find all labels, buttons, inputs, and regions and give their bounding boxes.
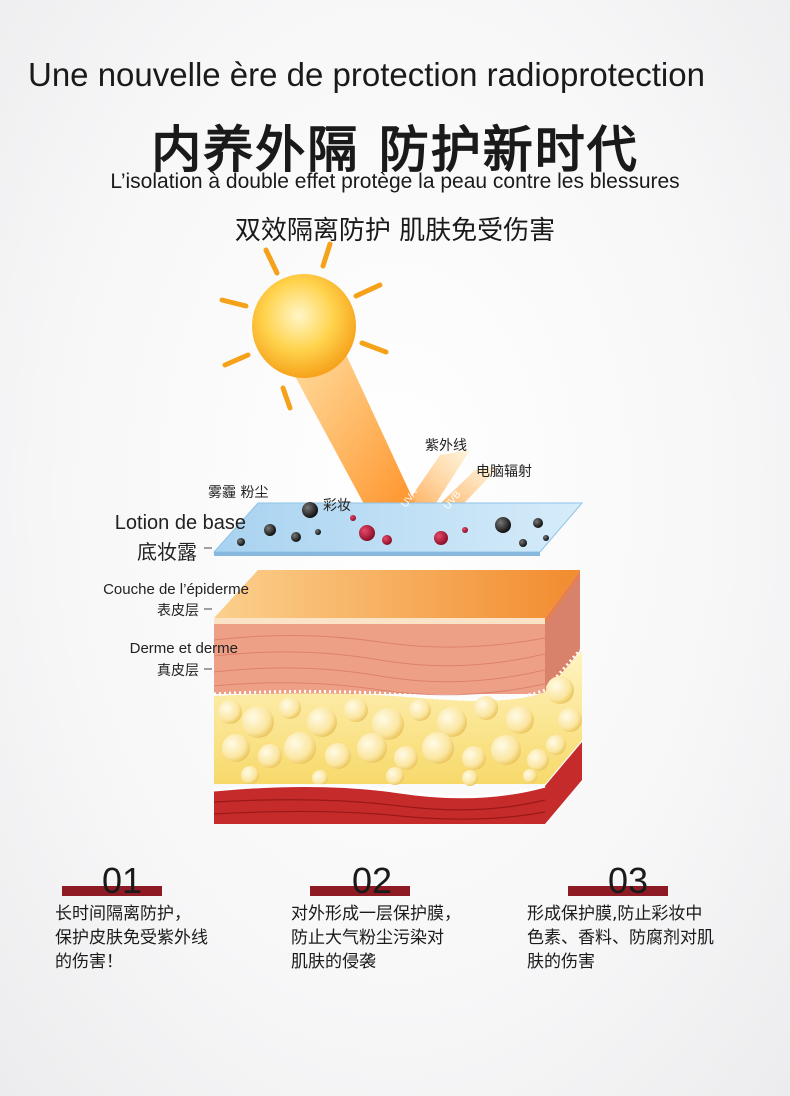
dermis-label-fr: Derme et derme: [129, 640, 238, 657]
epidermis-front: [214, 618, 545, 624]
feature-1-number-block: 01: [62, 860, 162, 904]
epidermis-label-fr: Couche de l’épiderme: [103, 581, 249, 598]
lotion-layer-label-fr: Lotion de base: [114, 512, 246, 534]
dermis-label-cn: 真皮层: [157, 663, 199, 679]
radiation-label: 电脑辐射: [476, 464, 532, 480]
smog-dust-label: 雾霾 粉尘: [208, 485, 269, 501]
feature-3-number-block: 03: [568, 860, 668, 904]
title-french: Une nouvelle ère de protection radioprot…: [28, 56, 705, 93]
title-chinese: 内养外隔 防护新时代: [151, 121, 639, 179]
feature-2-text: 对外形成一层保护膜， 防止大气粉尘污染对 肌肤的侵袭: [291, 904, 461, 972]
feature-1-text: 长时间隔离防护， 保护皮肤免受紫外线 的伤害！: [55, 904, 208, 972]
sun: [252, 274, 356, 378]
epidermis-top: [214, 570, 580, 618]
lotion-layer-label-cn: 底妆露: [137, 540, 197, 564]
feature-2-number: 02: [352, 860, 393, 901]
subtitle-french: L’isolation à double effet protège la pe…: [110, 170, 680, 193]
pollution-particles: [237, 502, 549, 547]
muscle-layer: [214, 742, 582, 824]
epidermis-label-cn: 表皮层: [157, 603, 199, 619]
subtitle-chinese: 双效隔离防护 肌肤免受伤害: [234, 216, 556, 246]
feature-1-number: 01: [102, 860, 143, 901]
feature-2-number-block: 02: [310, 860, 410, 904]
fat-bubbles: [218, 676, 582, 786]
skin-protection-diagram: UVA UVB: [204, 241, 584, 824]
uv-label: 紫外线: [425, 438, 467, 454]
makeup-label: 彩妆: [323, 498, 351, 514]
feature-3-text: 形成保护膜,防止彩妆中 色素、香料、防腐剂对肌 肤的伤害: [527, 904, 714, 972]
sun-rays: [219, 241, 389, 411]
dermis-side: [545, 576, 580, 698]
feature-3-number: 03: [608, 860, 649, 901]
